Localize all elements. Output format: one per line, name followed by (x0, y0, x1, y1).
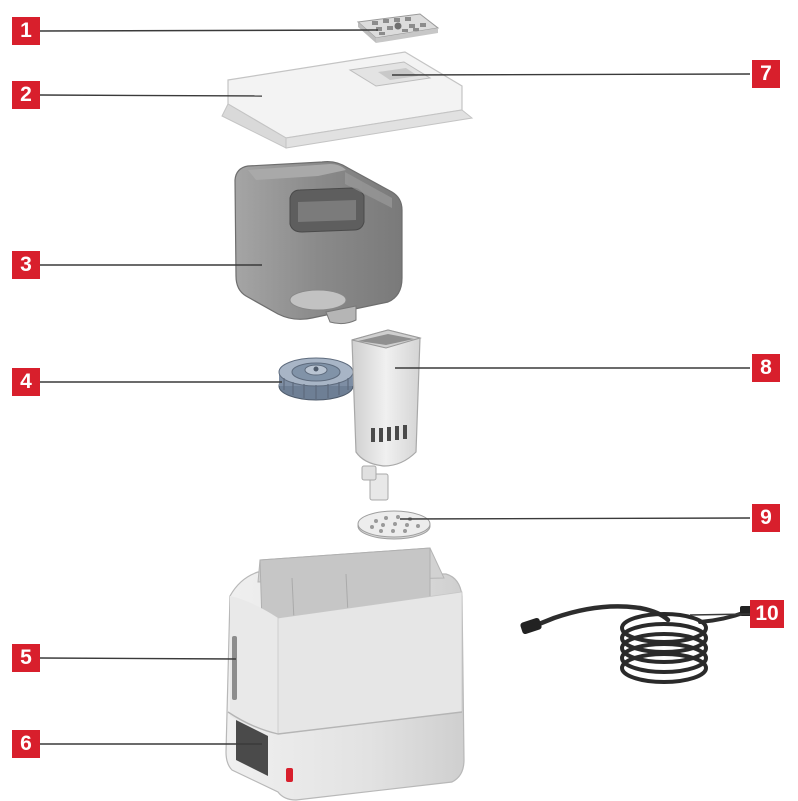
part-mist-tower (351, 329, 422, 501)
leader-line-10 (689, 613, 751, 616)
callout-badge-8: 8 (752, 354, 780, 382)
leader-line-5 (39, 657, 237, 660)
part-filter-cap (278, 357, 354, 401)
callout-badge-1: 1 (12, 17, 40, 45)
leader-line-9 (399, 517, 751, 520)
part-power-cord (520, 604, 754, 684)
part-water-tank (234, 161, 403, 325)
leader-line-1 (39, 29, 379, 32)
part-perforated-disc (357, 510, 431, 540)
callout-badge-3: 3 (12, 251, 40, 279)
leader-line-2 (39, 94, 263, 97)
callout-badge-10: 10 (750, 600, 784, 628)
part-top-grille (356, 13, 440, 43)
leader-lines (39, 29, 751, 745)
callout-badge-2: 2 (12, 81, 40, 109)
leader-line-7 (391, 73, 751, 76)
part-base-housing (225, 547, 465, 801)
callout-badge-4: 4 (12, 368, 40, 396)
callout-badge-7: 7 (752, 60, 780, 88)
part-top-cover (221, 51, 474, 149)
callout-badge-5: 5 (12, 644, 40, 672)
callout-badge-9: 9 (752, 504, 780, 532)
callout-badge-6: 6 (12, 730, 40, 758)
